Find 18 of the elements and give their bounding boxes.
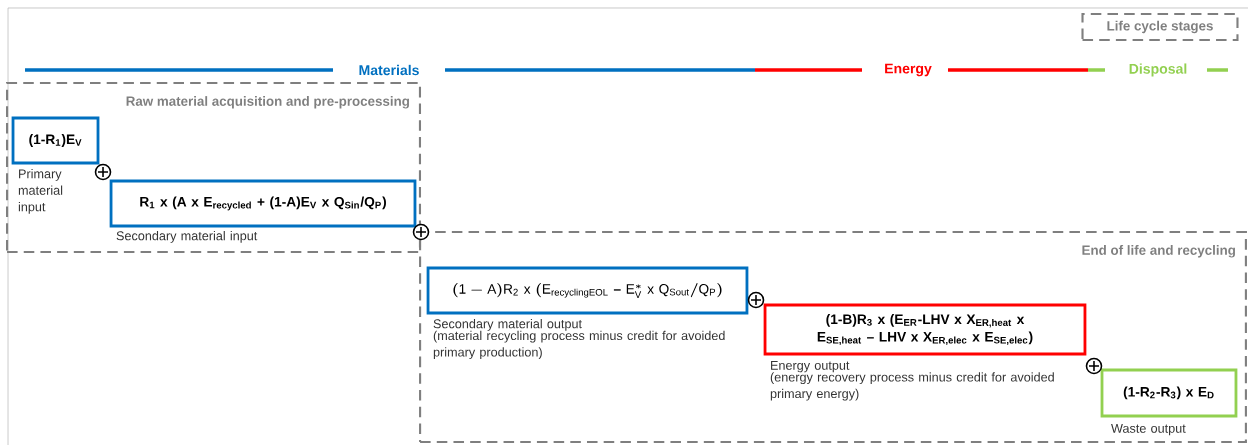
formula-box: (1-R$_{1}$)E$_{V}$ (11, 116, 100, 165)
formula-box: (1-B)R$_{3}$ x (E$_{ER}$-LHV x X$_{ER,heat}$ x E$_{SE,heat}$ – LHV x X$_{ER,elec}$ x E$_{SE,elec}$) (763, 303, 1087, 356)
box-caption: Waste output (1111, 424, 1186, 436)
box-caption: Primary material input (18, 169, 63, 214)
box-caption: (material recycling process minus credit for avoided primary production) (433, 330, 725, 360)
box-caption: Secondary material output (433, 319, 582, 331)
box-caption: Secondary material input (116, 231, 258, 243)
formula-box: $\mathrm{(1-A)R_{2}\ x\ (E_{recyclingEOL}\ \text{–}\ E^{*}_{V}\ x\ Q_{Sout}/Q_{P})}$ (426, 266, 749, 315)
box-caption: Energy output (771, 361, 850, 373)
legend-label: Disposal (1129, 63, 1187, 77)
box-caption: (energy recovery process minus credit for avoided primary energy) (770, 372, 1054, 401)
legend-label: Energy (885, 63, 932, 77)
legend-key: Life cycle stages (1081, 12, 1239, 42)
legend-label: Materials (359, 64, 419, 76)
stage-heading: End of life and recycling (1082, 245, 1235, 258)
formula-box: (1-R$_{2}$-R$_{3}$) x E$_{D}$ (1100, 368, 1238, 418)
formula-box: R$_{1}$ x (A x E$_{recycled}$ + (1-A)E$_{V}$ x Q$_{Sin}$/Q$_{P}$) (109, 179, 417, 228)
stage-heading: Raw material acquisition and pre-processing (126, 96, 409, 109)
